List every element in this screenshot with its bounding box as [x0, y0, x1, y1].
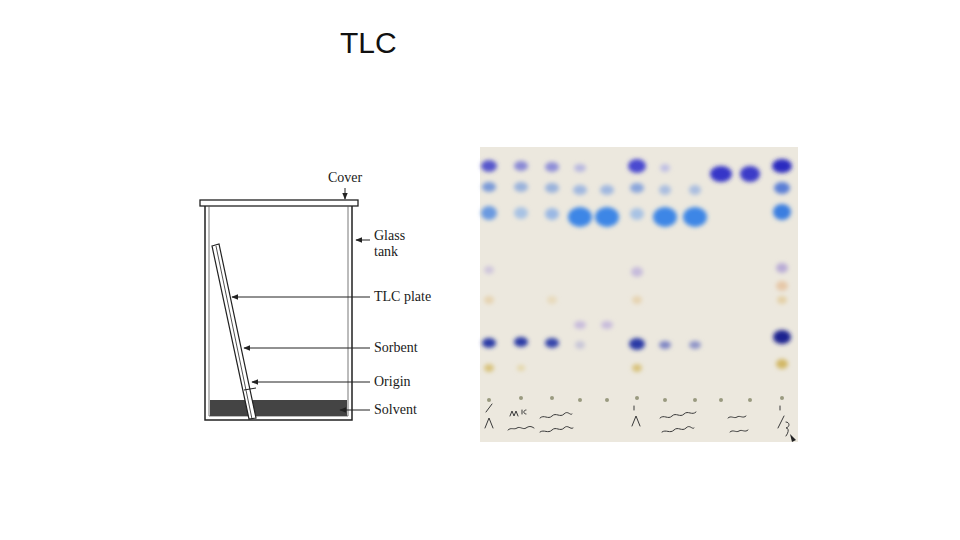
part-label: Glass tank: [374, 228, 420, 260]
slide-title: TLC: [340, 26, 397, 60]
part-label: Origin: [374, 374, 411, 390]
part-label: Sorbent: [374, 340, 418, 356]
part-label: Solvent: [374, 402, 417, 418]
leader-lines: [232, 188, 370, 410]
part-label: TLC plate: [374, 289, 431, 305]
tlc-plate-photo: [480, 147, 798, 442]
tank-drawing: [200, 200, 358, 420]
part-label: Cover: [328, 170, 362, 186]
